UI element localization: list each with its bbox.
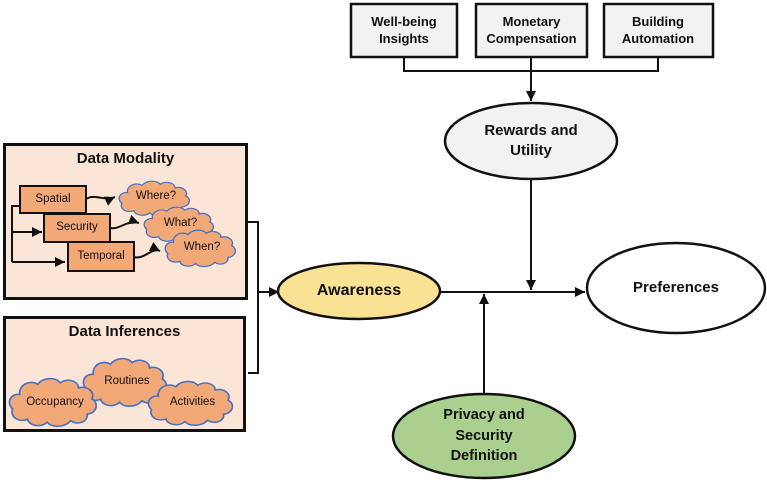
awareness-ellipse bbox=[276, 261, 442, 321]
spatial-box bbox=[19, 185, 87, 214]
arrow-spatial-to-where bbox=[85, 195, 116, 206]
rewards-utility-ellipse bbox=[443, 101, 619, 181]
temporal-box bbox=[67, 241, 135, 272]
modality-branch-line bbox=[11, 205, 20, 262]
security-box bbox=[43, 213, 111, 243]
arrow-security-to-what bbox=[109, 214, 140, 230]
preferences-ellipse bbox=[585, 241, 767, 335]
building-automation-box bbox=[602, 2, 715, 59]
panels-bracket bbox=[248, 221, 259, 374]
monetary-compensation-box bbox=[474, 2, 589, 59]
well-being-insights-box bbox=[349, 2, 459, 59]
privacy-security-ellipse bbox=[391, 392, 577, 480]
arrow-temporal-to-when bbox=[133, 242, 161, 259]
